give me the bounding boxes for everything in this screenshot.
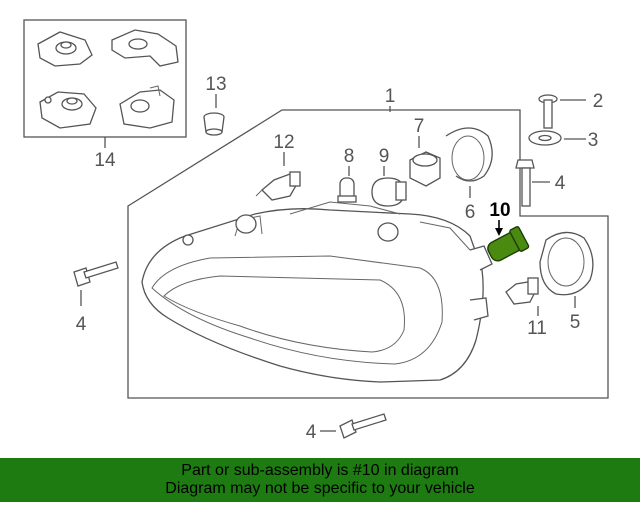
bracket-upper-left — [37, 31, 93, 67]
callout-12: 12 — [273, 132, 294, 153]
callout-5: 5 — [570, 312, 581, 333]
info-banner: Part or sub-assembly is #10 in diagram D… — [0, 458, 640, 502]
banner-line-2: Diagram may not be specific to your vehi… — [165, 480, 475, 497]
headlamp-parts-diagram: 14 13 1 12 8 9 7 6 — [23, 19, 609, 443]
part-13-grommet — [203, 112, 225, 136]
callout-2: 2 — [593, 91, 604, 112]
part-8-bulb — [337, 177, 357, 203]
bracket-lower-right — [119, 85, 175, 129]
banner-line-1: Part or sub-assembly is #10 in diagram — [181, 462, 459, 479]
callout-3: 3 — [588, 130, 599, 151]
part-10-bulb-base — [509, 226, 530, 252]
part-4-bolt-bottom — [339, 413, 387, 439]
part-3-washer — [528, 130, 562, 146]
callout-10: 10 — [489, 200, 510, 221]
part-7-socket — [409, 151, 441, 187]
callout-1: 1 — [385, 86, 396, 107]
callout-7: 7 — [414, 116, 425, 137]
bracket-upper-right — [111, 29, 179, 67]
callout-6: 6 — [465, 202, 476, 223]
part-2-screw — [538, 94, 558, 129]
callout-11: 11 — [527, 318, 547, 339]
part-5-cap — [539, 231, 594, 296]
bracket-inset-group — [23, 19, 187, 138]
part-4-bolt-right — [515, 159, 535, 207]
callout-8: 8 — [344, 146, 355, 167]
part-6-cap — [445, 127, 493, 182]
assembly-outline — [127, 109, 609, 399]
part-9-bulb — [371, 177, 407, 207]
callout-14: 14 — [94, 150, 116, 171]
callout-4-bottom: 4 — [306, 422, 317, 443]
callout-4-right: 4 — [555, 173, 566, 194]
callout-13: 13 — [205, 74, 226, 95]
bracket-lower-left — [39, 91, 97, 129]
part-12-bulb — [255, 171, 301, 201]
headlamp-housing — [141, 201, 493, 383]
callout-4-left: 4 — [76, 314, 87, 335]
part-10-highlighted-bulb — [487, 226, 530, 262]
part-4-bolt-left — [73, 261, 119, 287]
callout-9: 9 — [379, 146, 390, 167]
part-11-bulb — [505, 277, 539, 305]
